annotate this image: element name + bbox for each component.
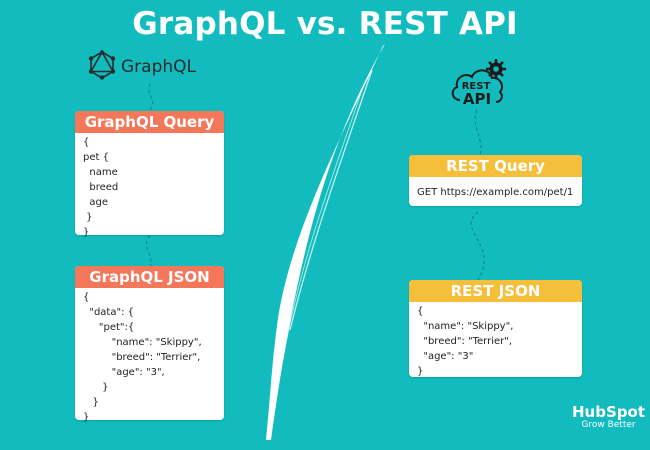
graphql-logo: GraphQL xyxy=(88,50,196,84)
hubspot-name: HubSpot xyxy=(572,403,645,421)
graphql-hexagon-icon xyxy=(88,50,116,84)
rest-api-logo: REST API xyxy=(448,56,512,112)
page-title: GraphQL vs. REST API xyxy=(132,6,518,42)
cloud-gear-icon: REST API xyxy=(451,59,506,108)
rest-logo-line2: API xyxy=(463,90,491,108)
hubspot-tagline: Grow Better xyxy=(581,420,636,430)
hubspot-logo: HubSpot Grow Better xyxy=(572,404,645,431)
rest-json-card: REST JSON { "name": "Skippy", "breed": "… xyxy=(409,280,582,377)
graphql-logo-text: GraphQL xyxy=(121,57,196,77)
graphql-json-card: GraphQL JSON { "data": { "pet":{ "name":… xyxy=(75,266,224,423)
rest-logo-line1: REST xyxy=(462,81,491,92)
graphql-json-header: GraphQL JSON xyxy=(75,266,224,288)
rest-json-header: REST JSON xyxy=(409,280,582,302)
rest-query-card: REST Query GET https://example.com/pet/1 xyxy=(409,155,582,206)
rest-json-code: { "name": "Skippy", "breed": "Terrier", … xyxy=(417,306,514,377)
graphql-query-card: GraphQL Query { pet { name breed age } } xyxy=(75,111,224,238)
rest-query-header: REST Query xyxy=(409,155,582,177)
rest-query-code: GET https://example.com/pet/1 xyxy=(417,187,574,198)
graphql-query-header: GraphQL Query xyxy=(75,111,224,133)
graphql-query-code: { pet { name breed age } } xyxy=(83,137,119,238)
graphql-json-code: { "data": { "pet":{ "name": "Skippy", "b… xyxy=(83,292,202,423)
